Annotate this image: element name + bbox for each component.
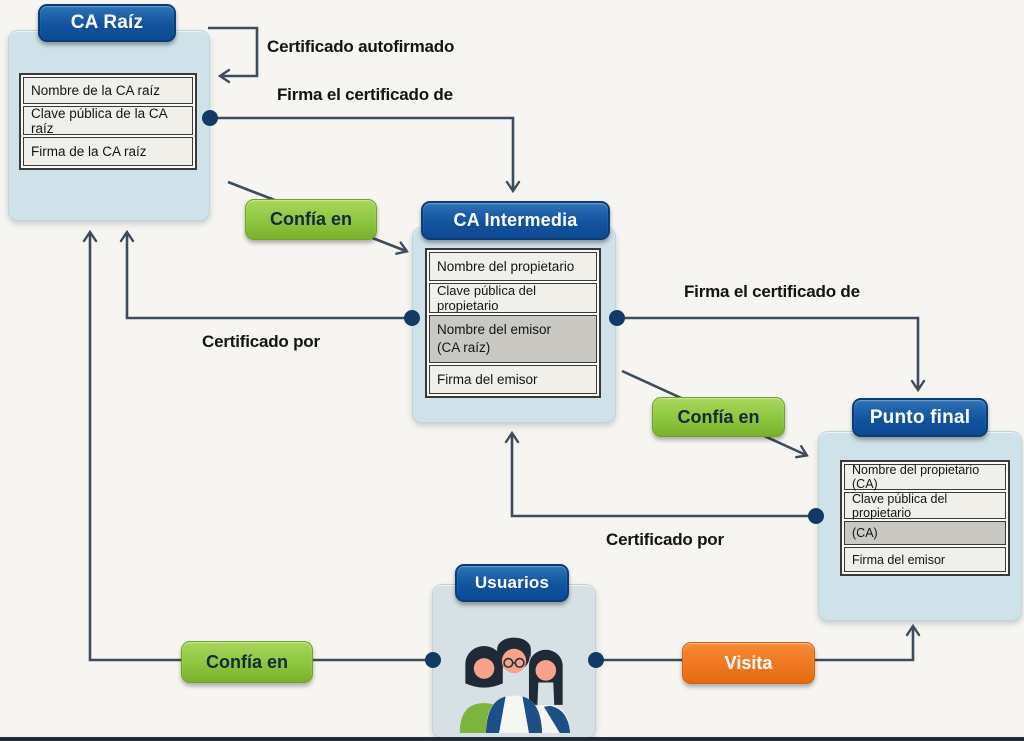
cert-field-owner-public-key: Clave pública del propietario (429, 283, 597, 313)
edge-endpoint-certified-by-intermediate (512, 434, 816, 518)
endpoint-title: Punto final (852, 398, 988, 437)
intermediate-ca-title: CA Intermedia (421, 201, 610, 240)
edge-users-trust-root (90, 233, 433, 662)
cert-field-issuer-signature: Firma del emisor (844, 547, 1006, 572)
users-illustration-icon (459, 637, 571, 733)
cert-field-root-signature: Firma de la CA raíz (23, 137, 193, 166)
cert-field-root-public-key: Clave pública de la CA raíz (23, 106, 193, 136)
endpoint-cert-table: Nombre del propietario (CA) Clave públic… (840, 460, 1010, 576)
edge-self-signed-loop (208, 26, 259, 76)
edge-intermediate-signs-endpoint (617, 316, 918, 389)
intermediate-ca-cert-table: Nombre del propietario Clave pública del… (425, 248, 601, 398)
endpoint-box: Nombre del propietario (CA) Clave públic… (818, 431, 1022, 621)
label-endpoint-certified-by: Certificado por (606, 530, 724, 549)
trust-chip-intermediate-endpoint: Confía en (652, 397, 785, 437)
cert-field-issuer-name: Nombre del emisor (CA raíz) (429, 315, 597, 363)
label-intermediate-certified-by: Certificado por (202, 332, 320, 351)
root-ca-cert-table: Nombre de la CA raíz Clave pública de la… (19, 73, 197, 170)
intermediate-ca-box: Nombre del propietario Clave pública del… (412, 227, 616, 423)
bottom-edge-bar (0, 737, 1024, 741)
cert-field-root-name: Nombre de la CA raíz (23, 77, 193, 104)
cert-field-issuer-signature: Firma del emisor (429, 365, 597, 394)
users-box (432, 584, 596, 738)
users-title: Usuarios (455, 564, 569, 602)
cert-field-owner-public-key: Clave pública del propietario (844, 492, 1006, 520)
edge-root-signs-intermediate (210, 116, 513, 190)
root-ca-box: Nombre de la CA raíz Clave pública de la… (8, 30, 210, 221)
label-self-signed: Certificado autofirmado (267, 37, 455, 56)
label-intermediate-signs-cert-of: Firma el certificado de (684, 282, 860, 301)
visit-chip-users-endpoint: Visita (682, 642, 815, 684)
cert-field-owner-name-ca: Nombre del propietario (CA) (844, 463, 1006, 491)
root-ca-title: CA Raíz (38, 4, 176, 42)
cert-field-issuer-ca: (CA) (844, 521, 1006, 545)
cert-field-owner-name: Nombre del propietario (429, 252, 597, 281)
label-root-signs-cert-of: Firma el certificado de (277, 85, 453, 104)
trust-chip-users-root: Confía en (181, 641, 313, 683)
trust-chip-root-intermediate: Confía en (245, 199, 377, 240)
edge-intermediate-certified-by-root (127, 233, 412, 320)
